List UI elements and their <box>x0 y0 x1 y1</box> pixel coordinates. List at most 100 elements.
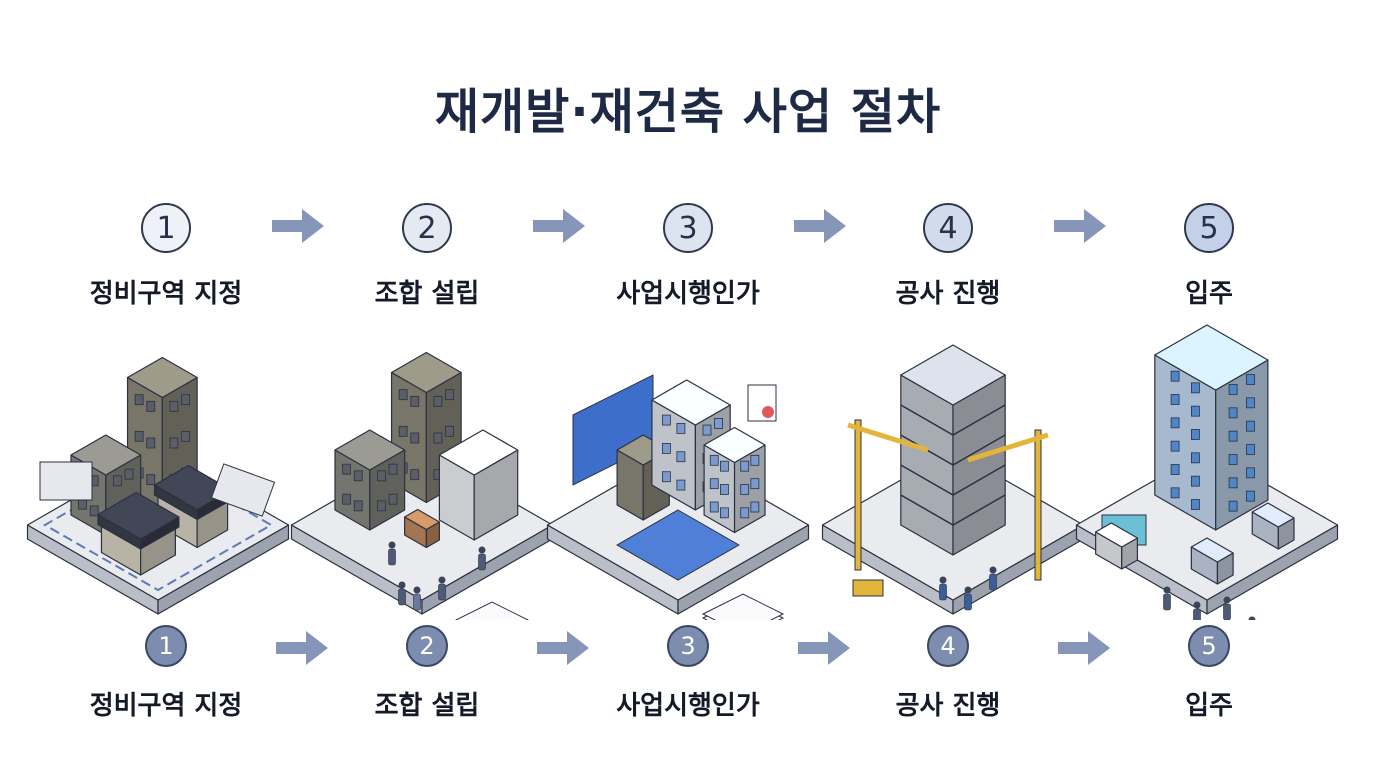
window <box>410 432 420 444</box>
illustration-move-in <box>1075 324 1339 620</box>
step-3: 3 사업시행인가 <box>568 625 808 722</box>
document-stack <box>701 593 785 620</box>
window <box>1246 467 1255 479</box>
step-label: 정비구역 지정 <box>89 691 243 721</box>
window <box>445 389 454 401</box>
window <box>750 454 760 466</box>
window <box>342 493 352 505</box>
association-office <box>438 429 519 476</box>
window <box>1228 477 1238 489</box>
window <box>146 474 156 486</box>
window <box>181 430 190 442</box>
window <box>676 479 686 491</box>
window <box>714 418 723 429</box>
window <box>720 460 729 472</box>
window <box>676 423 686 434</box>
step-number-badge: 1 <box>145 625 187 667</box>
building-frame <box>952 374 1006 556</box>
step-label: 조합 설립 <box>374 691 480 721</box>
government-building <box>651 379 731 426</box>
person-icon <box>388 541 396 549</box>
zone-boundary <box>42 458 274 592</box>
window <box>1170 487 1180 499</box>
person-icon <box>939 583 947 601</box>
window <box>1246 420 1255 432</box>
window <box>1228 500 1238 512</box>
window <box>89 505 99 517</box>
step-number-badge: 4 <box>927 625 969 667</box>
window <box>1191 475 1200 487</box>
floor-slab <box>900 494 1006 526</box>
arrow-right-icon <box>798 631 850 665</box>
window <box>146 437 156 449</box>
building <box>703 426 766 464</box>
moving-truck <box>1190 537 1234 563</box>
window <box>1246 444 1255 455</box>
person-icon <box>398 581 406 589</box>
window <box>134 430 144 442</box>
window <box>1191 452 1200 464</box>
person-icon <box>964 593 972 611</box>
person-icon <box>1223 596 1231 604</box>
person-icon <box>989 566 997 574</box>
window <box>398 389 408 401</box>
window <box>388 463 398 475</box>
crane <box>1034 429 1042 581</box>
window <box>676 451 686 463</box>
old-house <box>334 429 406 471</box>
window <box>662 471 671 483</box>
old-apartment <box>126 356 198 399</box>
window <box>662 443 671 454</box>
old-apartment <box>390 351 462 394</box>
floor-slab <box>900 404 1006 436</box>
window <box>124 468 134 480</box>
window <box>433 432 443 444</box>
window <box>709 478 719 490</box>
window <box>1170 417 1180 429</box>
illustration-approval <box>546 374 810 620</box>
window <box>1191 429 1200 440</box>
illustration-designation <box>26 356 290 615</box>
step-number-badge: 3 <box>667 625 709 667</box>
window <box>1246 374 1255 385</box>
stamp-seal <box>762 406 774 418</box>
step-number-badge: 4 <box>923 203 973 253</box>
window <box>134 394 144 406</box>
window <box>1246 490 1255 502</box>
step-number-badge: 1 <box>141 203 191 253</box>
window <box>1228 430 1238 442</box>
step-label: 입주 <box>1185 691 1233 721</box>
window <box>720 507 729 519</box>
window <box>1228 407 1238 419</box>
illustration-association <box>290 351 554 620</box>
person-icon <box>438 576 446 584</box>
arrow-right-icon <box>1058 631 1110 665</box>
window <box>342 463 352 475</box>
person-icon <box>438 583 446 601</box>
arrow-right-icon <box>1054 209 1106 243</box>
building-frame <box>900 374 954 556</box>
window <box>113 475 122 487</box>
window <box>740 484 750 495</box>
window <box>353 470 363 482</box>
person-icon <box>964 586 972 594</box>
window <box>750 501 760 513</box>
window <box>662 414 671 426</box>
arrow-right-icon <box>537 631 589 665</box>
step-number-badge: 5 <box>1184 203 1234 253</box>
window <box>709 501 719 513</box>
person-icon <box>413 593 421 611</box>
zone-sign <box>39 461 93 501</box>
person-icon <box>413 586 421 594</box>
step-label: 사업시행인가 <box>616 691 760 721</box>
window <box>1170 464 1180 475</box>
window <box>146 400 156 412</box>
person-icon <box>478 546 486 554</box>
window <box>388 493 398 505</box>
